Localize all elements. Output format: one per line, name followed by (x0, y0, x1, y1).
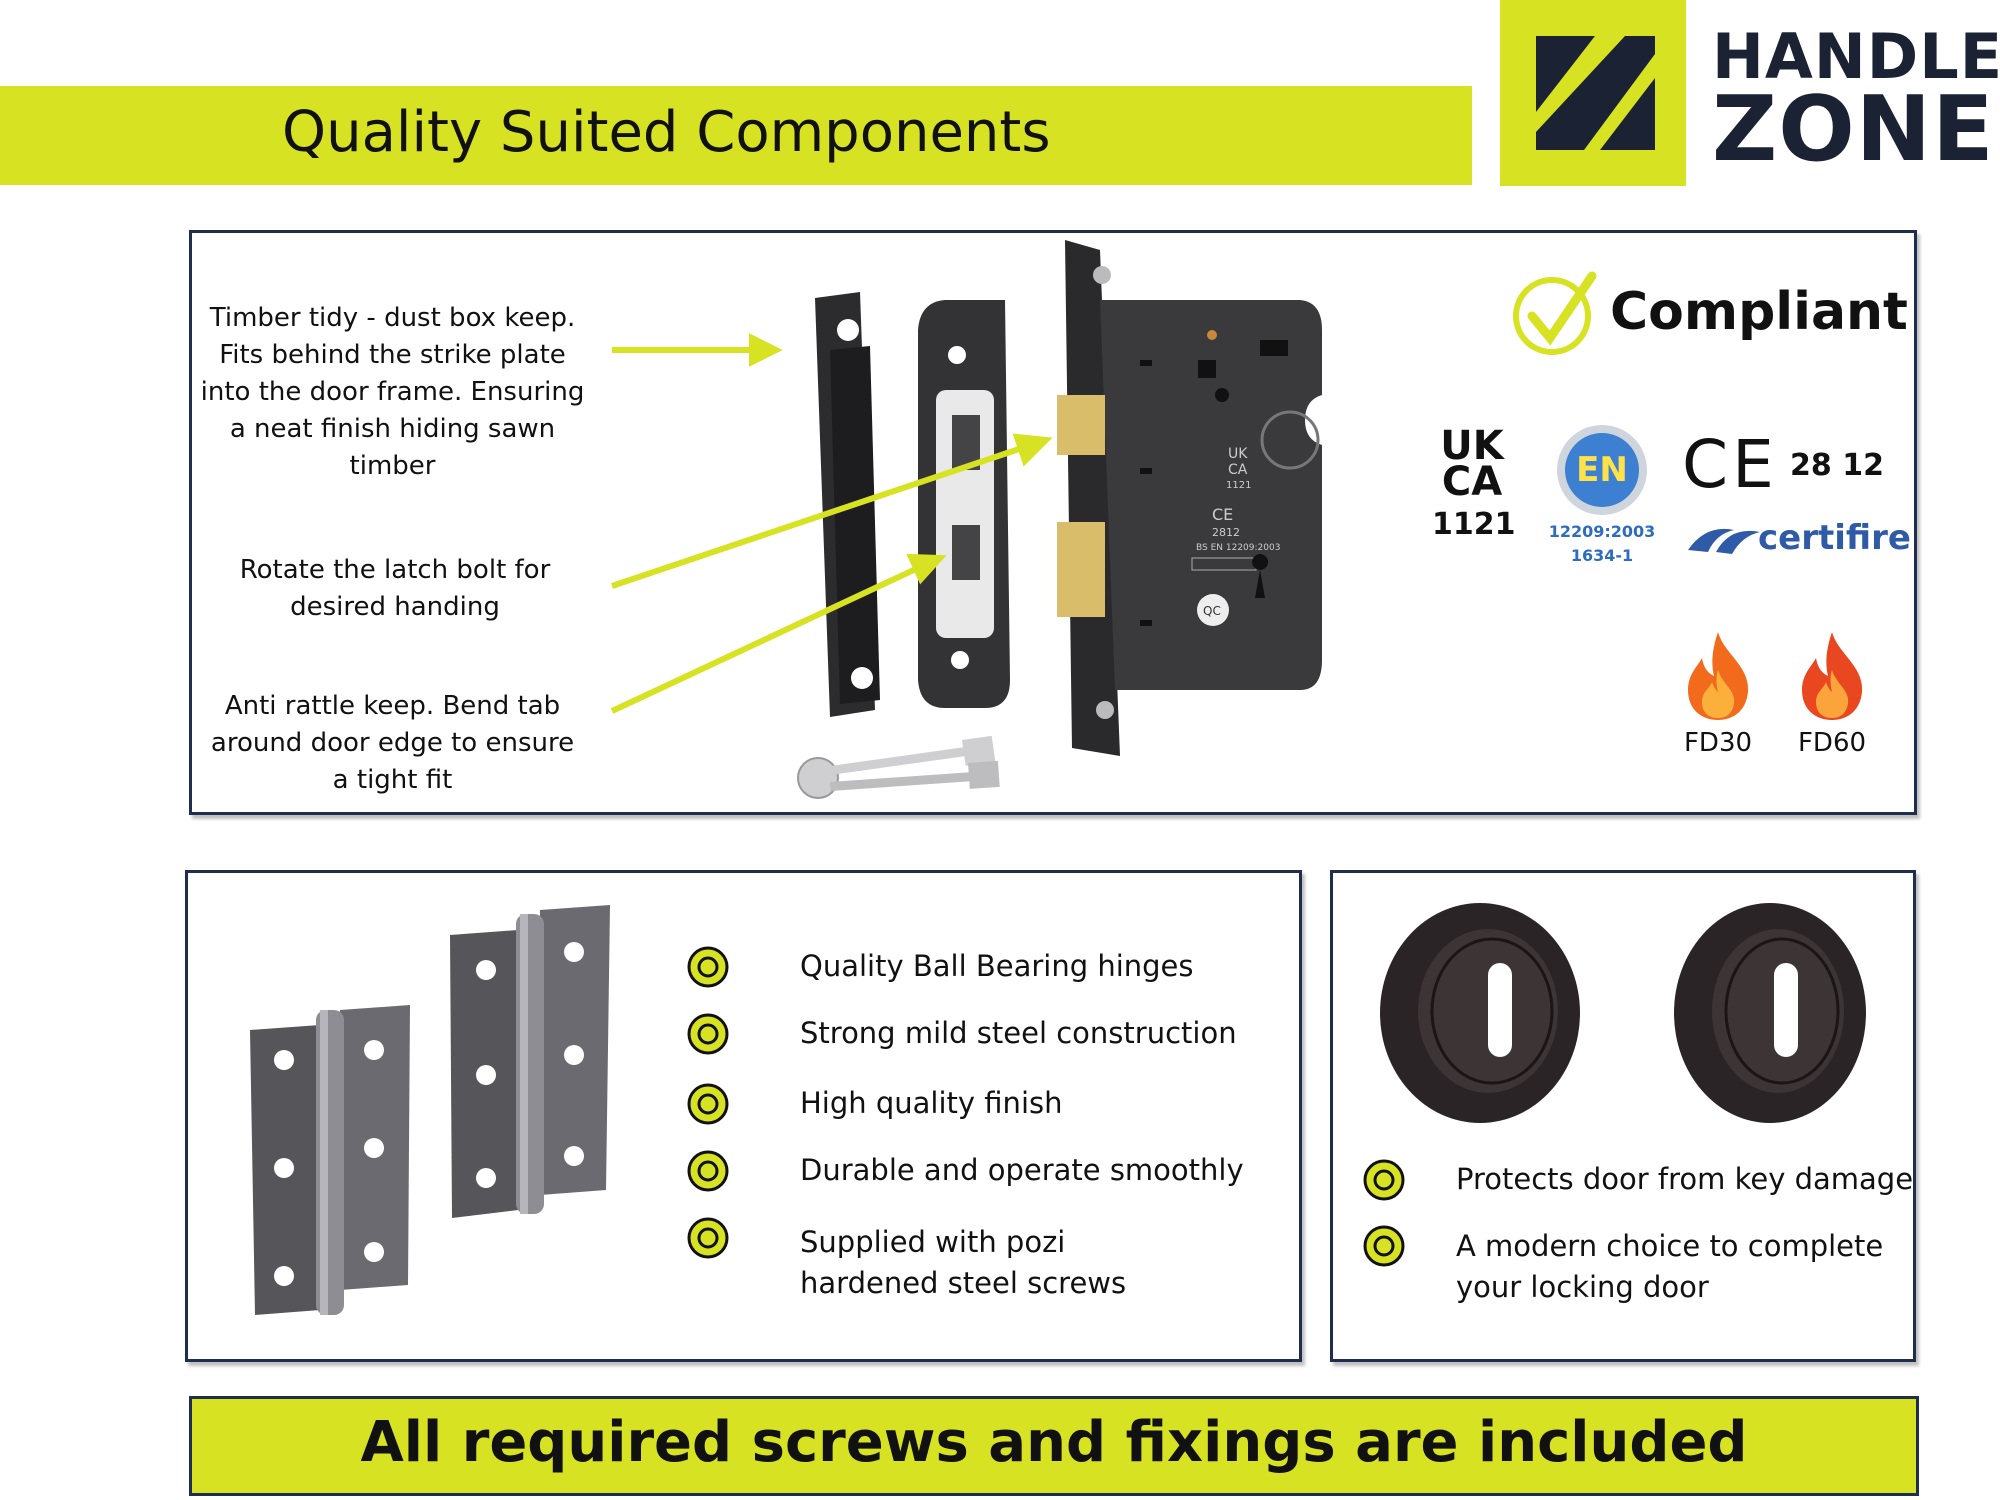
hinge-left (250, 1005, 410, 1315)
logo-z-icon (1536, 36, 1655, 150)
ce-number: 28 12 (1790, 448, 1884, 483)
title-banner (0, 86, 1472, 185)
hinge-right (450, 905, 610, 1218)
logo-mark (1500, 0, 1686, 186)
lock-mark-ce: CE (1212, 505, 1233, 524)
certifire-swoosh-icon (1688, 528, 1760, 554)
ukca-number: 1121 (1432, 507, 1516, 542)
logo-line-1: HANDLE (1712, 20, 2000, 93)
ukca-line-2: CA (1441, 459, 1503, 505)
page-title: Quality Suited Components (282, 100, 1051, 165)
en-standards: 12209:2003 1634-1 (1540, 520, 1664, 568)
check-circle-icon (1513, 271, 1597, 355)
sashlock-panel (189, 230, 1917, 815)
logo-line-2: ZONE (1712, 76, 1995, 182)
arrow-group (610, 333, 1053, 714)
logo-wordmark: HANDLE ZONE (1712, 20, 2000, 182)
hinge-bullet-1: Quality Ball Bearing hinges (800, 949, 1194, 983)
lock-body: UK CA 1121 CE 2812 BS EN 12209:2003 QC (1057, 240, 1322, 756)
fire-rating-fd30: FD30 (1683, 728, 1753, 758)
bullet-ring-icon (687, 1150, 729, 1192)
note-anti-rattle: Anti rattle keep. Bend tab around door e… (210, 691, 575, 795)
bullet-ring-icon (687, 1013, 729, 1055)
en-standard-1: 12209:2003 (1548, 522, 1656, 541)
sashlock-illustration: UK CA 1121 CE 2812 BS EN 12209:2003 QC (797, 240, 1322, 799)
footer-text: All required screws and fixings are incl… (360, 1410, 1748, 1475)
en-standard-2: 1634-1 (1570, 546, 1634, 565)
escutcheon-illustration (1380, 903, 1866, 1123)
ukca-mark: UK CA 1121 (1432, 423, 1516, 550)
ce-mark: CE (1682, 426, 1778, 503)
fire-rating-fd60: FD60 (1797, 728, 1867, 758)
flame-icon (1802, 632, 1863, 720)
note-latch-bolt: Rotate the latch bolt for desired handin… (239, 555, 551, 622)
hinge-bullet-2: Strong mild steel construction (800, 1016, 1237, 1050)
strike-plate (918, 300, 1010, 708)
hinge-bullet-4: Durable and operate smoothly (800, 1153, 1244, 1187)
bullet-ring-icon (687, 1217, 729, 1259)
compliant-label: Compliant (1610, 282, 1908, 342)
bullet-ring-icon (1363, 1159, 1405, 1201)
certifire-label: certifire (1758, 518, 1911, 558)
hinge-bullet-5: Supplied with pozi hardened steel screws (800, 1225, 1127, 1300)
lock-mark-num: 1121 (1226, 480, 1251, 491)
note-timber-tidy: Timber tidy - dust box keep. Fits behind… (200, 303, 585, 481)
bullet-ring-icon (1363, 1225, 1405, 1267)
bullet-ring-icon (687, 1083, 729, 1125)
ukca-line-1: UK (1440, 423, 1504, 469)
lock-mark-ca: CA (1228, 462, 1248, 478)
flame-icon (1688, 632, 1749, 720)
lock-mark-uk: UK (1228, 446, 1248, 462)
lock-mark-qc: QC (1203, 604, 1221, 618)
hinge-bullet-3: High quality finish (800, 1086, 1063, 1120)
key-icon (797, 735, 1000, 799)
footer-banner (189, 1396, 1919, 1496)
hinges-illustration (250, 905, 610, 1315)
escutcheon-right (1674, 903, 1866, 1123)
en-badge: EN (1557, 425, 1647, 515)
escutcheon-bullet-2: A modern choice to complete your locking… (1456, 1229, 1884, 1304)
lock-mark-bs: BS EN 12209:2003 (1196, 543, 1280, 553)
en-badge-text: EN (1565, 433, 1639, 507)
escutcheon-bullet-1: Protects door from key damage (1456, 1162, 1914, 1196)
bullet-ring-icon (687, 946, 729, 988)
lock-mark-code: 2812 (1212, 526, 1240, 539)
escutcheon-left (1380, 903, 1580, 1123)
